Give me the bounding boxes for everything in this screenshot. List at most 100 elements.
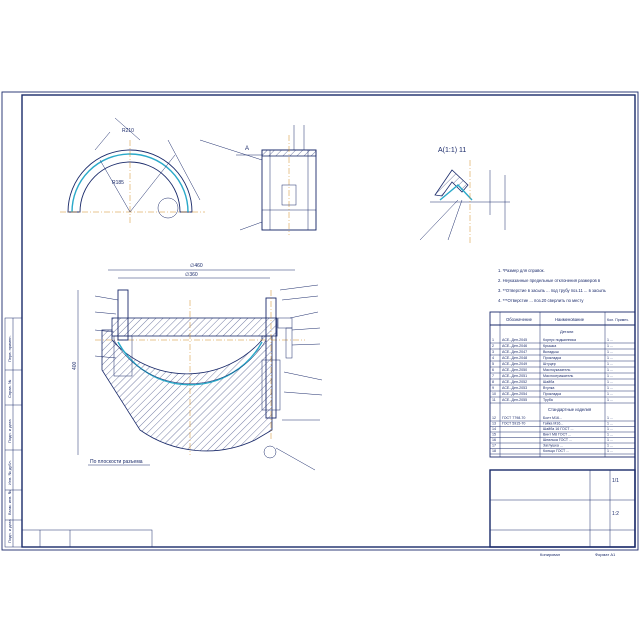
spec-std-row-code: ГОСТ 7798-70 (502, 416, 525, 420)
spec-std-row-qty: 1 ... (607, 449, 613, 453)
spec-row-name: Штуцер (543, 362, 556, 366)
spec-std-row-qty: 1 ... (607, 416, 613, 420)
spec-row-pos: 7 (492, 374, 494, 378)
note-4: 4. ***Отверстие ... поз.20 сверлить по м… (498, 298, 584, 303)
title-scale: 1:2 (612, 511, 619, 517)
side-stamp-4: Взам. инв. № (7, 490, 12, 515)
side-stamp-2: Подп. и дата (7, 419, 12, 443)
spec-row-qty: 1 ... (607, 350, 613, 354)
spec-row-qty: 1 ... (607, 380, 613, 384)
note-1: 1. *Размер для справок. (498, 268, 545, 273)
spec-std-row-qty: 1 ... (607, 427, 613, 431)
dim-height: 400 (72, 361, 78, 370)
side-stamp-1: Справ. № (7, 380, 12, 398)
spec-row-pos: 1 (492, 338, 494, 342)
spec-row-qty: 1 ... (607, 362, 613, 366)
spec-row-pos: 5 (492, 362, 494, 366)
spec-row-pos: 8 (492, 380, 494, 384)
side-stamp-5: Подп. и дата (7, 519, 12, 543)
spec-row-name: Маслоотражатель (543, 374, 573, 378)
spec-row-code: АСЕ.-Ден-2055 (502, 398, 527, 402)
spec-std-row-name: Шайба 16 ГОСТ ... (543, 427, 573, 431)
spec-std-row-name: Винт М8 ГОСТ ... (543, 433, 571, 437)
spec-row-code: АСЕ.-Ден-2049 (502, 362, 527, 366)
half-ring-view: R210 R185 (60, 117, 205, 225)
title-copied: Копировал (540, 552, 561, 557)
spec-row-code: АСЕ.-Ден-2048 (502, 356, 527, 360)
spec-std-row-qty: 1 ... (607, 444, 613, 448)
view-marker-a: А (245, 146, 249, 152)
spec-std-row-name: Шпилька ГОСТ ... (543, 438, 572, 442)
spec-row-pos: 4 (492, 356, 494, 360)
spec-row-qty: 1 ... (607, 338, 613, 342)
spec-std-row-pos: 17 (492, 444, 496, 448)
spec-row-pos: 2 (492, 344, 494, 348)
spec-header-code: Обозначение (506, 317, 533, 322)
spec-row-pos: 11 (492, 398, 496, 402)
spec-section-standard: Стандартные изделия (548, 407, 591, 412)
spec-row-name: Прокладка (543, 356, 561, 360)
spec-row-name: Труба (543, 398, 553, 402)
spec-row-pos: 9 (492, 386, 494, 390)
spec-std-row-qty: 1 ... (607, 422, 613, 426)
side-stamp-3: Инв. № дубл. (7, 460, 12, 485)
spec-row-name: Втулка (543, 386, 554, 390)
spec-row-qty: 1 ... (607, 374, 613, 378)
title-block: 1/1 1:2 Копировал Формат А1 (21, 469, 636, 557)
spec-std-row-pos: 14 (492, 427, 496, 431)
spec-row-qty: 1 ... (607, 368, 613, 372)
spec-row-name: Вкладыш (543, 350, 559, 354)
spec-row-code: АСЕ.-Ден-2052 (502, 380, 527, 384)
spec-std-row-pos: 18 (492, 449, 496, 453)
note-3: 3. **Отверстие в засыпь ... под трубу по… (498, 288, 607, 293)
spec-row-qty: 1 ... (607, 392, 613, 396)
spec-row-name: Прокладка (543, 392, 561, 396)
spec-header-qty: Кол. Примеч. (607, 318, 629, 322)
spec-row-name: Маслоуказатель (543, 368, 570, 372)
side-section-view: А (199, 125, 317, 235)
note-2: 2. Неуказанные предельные отклонения раз… (498, 278, 601, 283)
section-label: А(1:1) 11 (438, 147, 466, 154)
spec-std-row-qty: 1 ... (607, 438, 613, 442)
spec-row-name: Крышка (543, 344, 556, 348)
spec-std-row-name: Болт М16... (543, 416, 562, 420)
spec-std-row-name: Кольцо ГОСТ ... (543, 449, 569, 453)
title-format: Формат А1 (595, 552, 616, 557)
spec-section-parts: Детали (560, 329, 573, 334)
spec-row-code: АСЕ.-Ден-2054 (502, 392, 527, 396)
spec-row-code: АСЕ.-Ден-2047 (502, 350, 527, 354)
spec-std-row-name: Заглушка ... (543, 444, 563, 448)
dim-total-width: ∅460 (190, 263, 203, 269)
caption-bearing-plane: По плоскости разъема (90, 459, 143, 465)
spec-row-name: Шайба (543, 380, 554, 384)
spec-row-qty: 1 ... (607, 398, 613, 402)
spec-std-row-pos: 16 (492, 438, 496, 442)
spec-std-row-code: ГОСТ 5915-70 (502, 422, 525, 426)
dim-inner-width: ∅360 (185, 272, 198, 278)
spec-std-row-qty: 1 ... (607, 433, 613, 437)
spec-row-code: АСЕ.-Ден-2046 (502, 344, 527, 348)
spec-std-row-pos: 15 (492, 433, 496, 437)
spec-row-code: АСЕ.-Ден-2050 (502, 368, 527, 372)
label-radius-inner: R185 (112, 180, 124, 186)
spec-std-row-pos: 12 (492, 416, 496, 420)
spec-row-code: АСЕ.-Ден-2045 (502, 338, 527, 342)
side-stamp-strip: Перв. примен. Справ. № Подп. и дата Инв.… (4, 317, 23, 548)
spec-row-name: Корпус подшипника (543, 338, 576, 342)
spec-header-name: Наименование (555, 317, 585, 322)
spec-std-rows: 12 ГОСТ 7798-70 Болт М16... 1 ... 13 ГОСТ 591… (490, 416, 635, 455)
main-assembly-view: ∅460 ∅360 400 (72, 263, 323, 471)
detail-a-view: А(1:1) 11 (419, 147, 510, 245)
spec-row-pos: 10 (492, 392, 496, 396)
spec-std-row-name: Гайка М16... (543, 422, 563, 426)
spec-std-row-pos: 13 (492, 422, 496, 426)
sheet-border (1, 91, 639, 551)
spec-row-qty: 1 ... (607, 344, 613, 348)
title-sheet: 1/1 (612, 478, 619, 484)
spec-row-qty: 1 ... (607, 356, 613, 360)
spec-row-code: АСЕ.-Ден-2051 (502, 374, 527, 378)
technical-notes: 1. *Размер для справок. 2. Неуказанные п… (498, 268, 607, 303)
side-stamp-0: Перв. примен. (7, 335, 12, 362)
label-radius-outer: R210 (122, 128, 134, 134)
